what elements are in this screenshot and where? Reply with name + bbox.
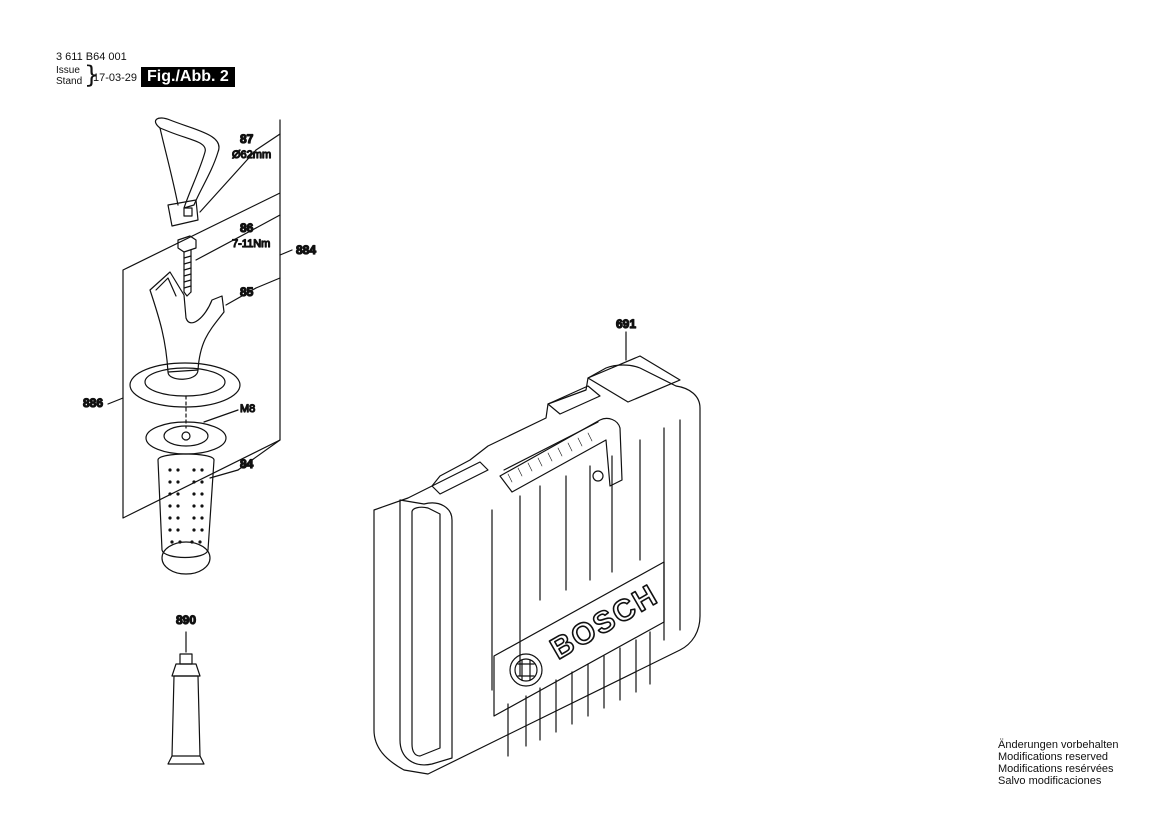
label-85: 85 [240,285,254,299]
label-890: 890 [176,613,196,627]
washer-m8-drawing [107,395,239,455]
carrying-case-691-drawing [373,331,701,775]
handle-head-85-drawing [129,271,281,408]
brace-symbol: } [84,61,100,89]
handle-grip-texture [507,432,593,483]
label-884: 884 [296,243,316,257]
figure-label: Fig./Abb. 2 [141,67,235,87]
strap-87-drawing [155,117,281,227]
stand-label: Stand [56,76,83,87]
note-line-en: Modifications reserved [998,751,1109,763]
case-brand-logo: BOSCH [545,578,664,666]
label-87-spec: Ø62mm [232,149,271,161]
document-number: 3 611 B64 001 [56,51,127,63]
grease-tube-890-drawing [167,631,205,765]
note-line-fr: Modifications resérvées [998,763,1114,775]
issue-label: Issue [56,65,80,76]
label-84: 84 [240,457,254,471]
note-line-de: Änderungen vorbehalten [998,739,1119,751]
label-86: 86 [240,221,254,235]
modifications-note: Änderungen vorbehalten Modifications res… [998,739,1118,787]
label-87: 87 [240,132,254,146]
note-line-es: Salvo modificaciones [998,775,1102,787]
label-886: 886 [83,396,103,410]
screw-86-drawing [177,214,281,297]
grip-84-drawing [157,439,281,575]
group-bracket-884 [122,119,293,519]
label-86-spec: 7-11Nm [232,238,270,250]
issue-date: 17-03-29 [93,72,138,84]
label-691: 691 [616,317,636,331]
label-m8: M8 [240,403,255,415]
